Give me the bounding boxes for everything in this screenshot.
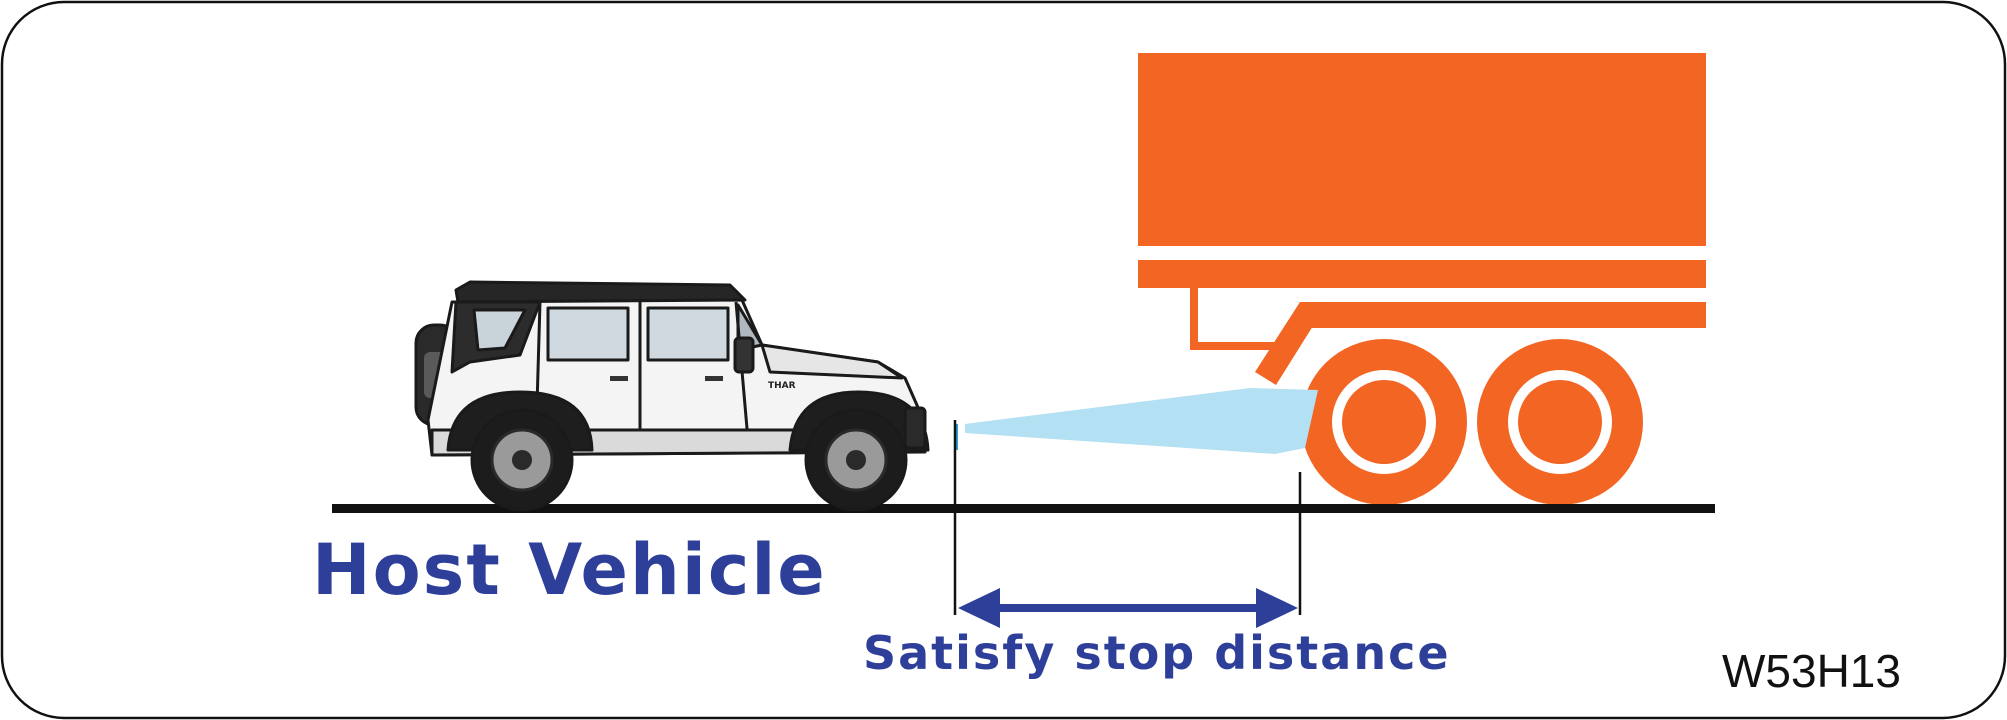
truck-chassis-rail-upper <box>1138 260 1706 288</box>
suv-side-mirror <box>733 336 755 374</box>
suv-wheel-rear <box>470 408 574 512</box>
target-truck-icon <box>1138 53 1706 505</box>
suv-wheel-front <box>804 408 908 512</box>
truck-mudguard <box>1255 302 1328 385</box>
radar-beam-icon <box>965 388 1318 454</box>
stop-distance-label: Satisfy stop distance <box>863 626 1451 680</box>
truck-wheel-rear <box>1477 339 1643 505</box>
host-vehicle-suv-icon <box>414 280 930 512</box>
suv-window-middle <box>546 306 630 362</box>
truck-cargo-box <box>1138 53 1706 246</box>
suv-window-rear <box>472 308 527 352</box>
truck-bracket-vertical <box>1190 288 1198 348</box>
suv-badge: THAR <box>768 381 796 391</box>
double-headed-arrow-icon <box>958 588 1298 628</box>
suv-window-front-door <box>646 306 730 362</box>
truck-bracket-horizontal <box>1190 342 1295 350</box>
host-vehicle-label: Host Vehicle <box>312 529 827 611</box>
suv-roof <box>454 280 747 304</box>
truck-chassis-rail-lower <box>1305 302 1706 328</box>
truck-wheel-front <box>1301 339 1467 505</box>
suv-front-bumper <box>903 406 927 450</box>
figure-code-label: W53H13 <box>1722 645 1901 697</box>
road-line <box>332 504 1715 513</box>
